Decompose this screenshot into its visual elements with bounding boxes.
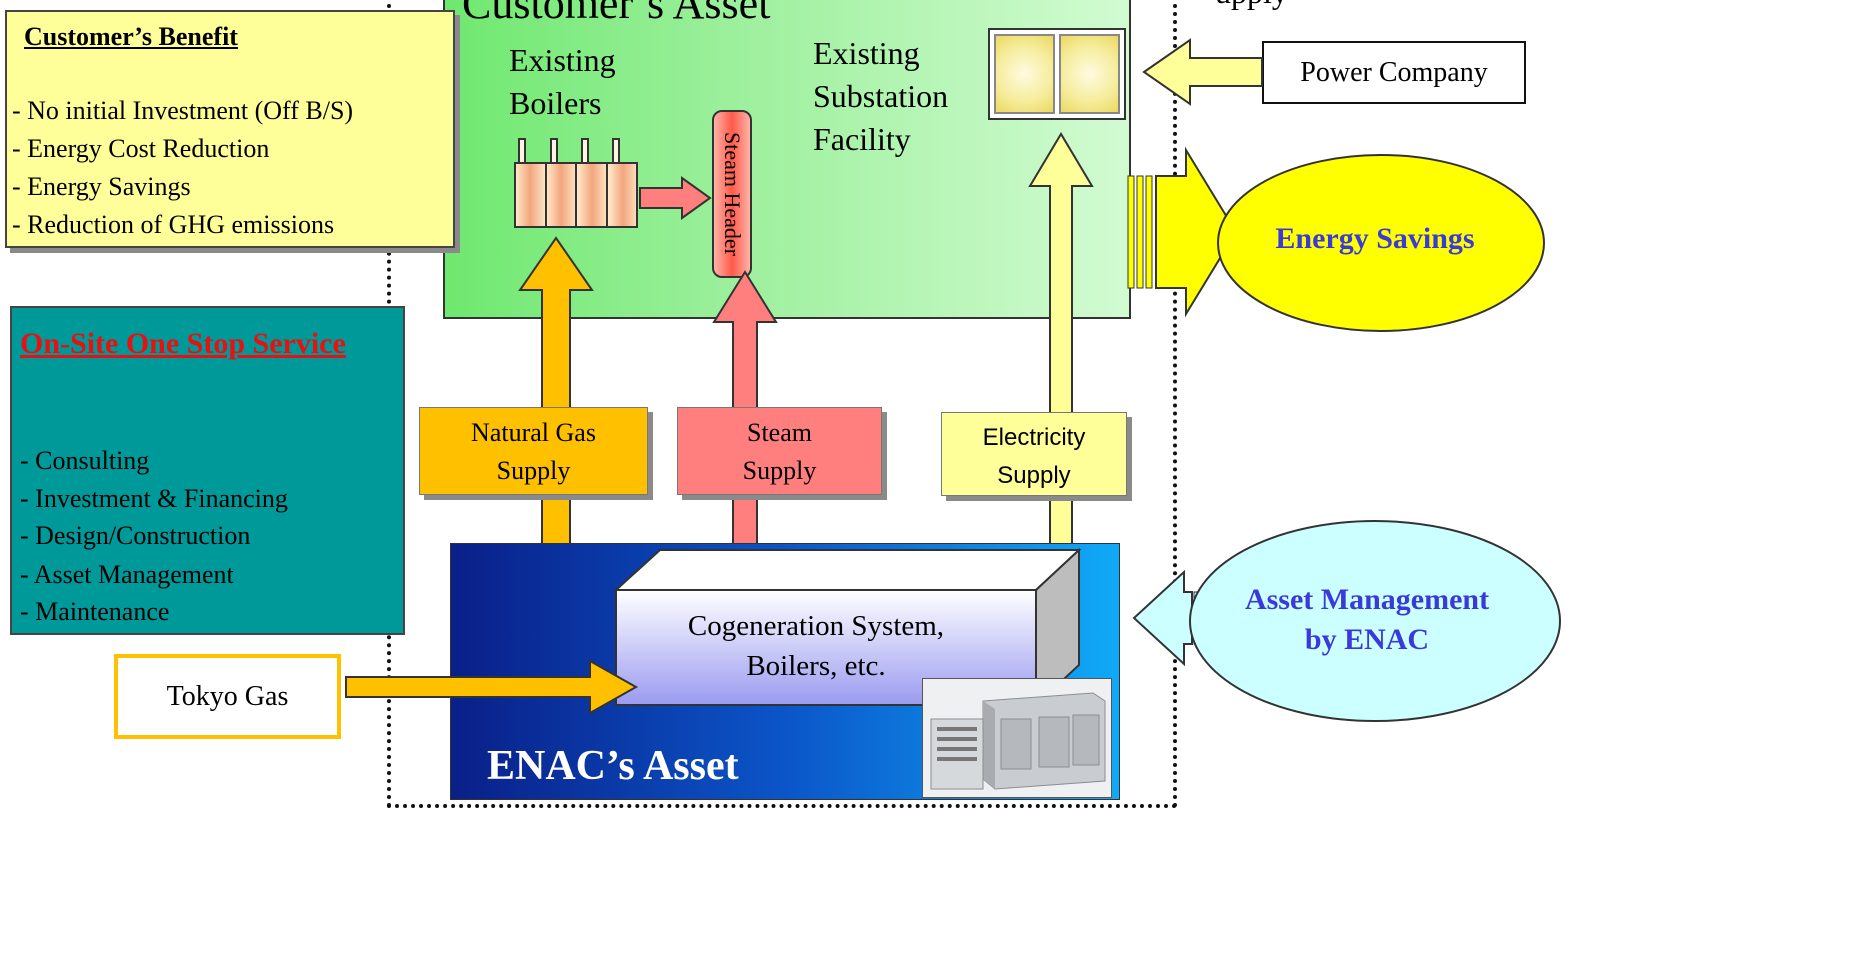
existing-substation-label-line: Substation	[813, 78, 949, 114]
supply-label-line: Steam	[747, 418, 812, 447]
supply-label-line: Supply	[997, 462, 1071, 489]
existing-boilers-label-line: Boilers	[509, 85, 602, 121]
boiler-pipe	[612, 138, 620, 163]
existing-boilers-label-line: Existing	[509, 42, 616, 78]
cogeneration-label: Cogeneration System, Boilers, etc.	[620, 606, 1012, 686]
customer-asset-title: Customer’s Asset	[462, 0, 771, 28]
boiler-pipe	[581, 138, 589, 163]
supply-text-fragment: upply	[1215, 0, 1288, 11]
asset-management-ellipse	[1189, 520, 1561, 722]
boiler-to-header-arrow	[639, 176, 712, 220]
energy-savings-ellipse	[1217, 154, 1545, 332]
substation-panel	[994, 34, 1055, 114]
one-stop-service-title: On-Site One Stop Service	[20, 327, 346, 360]
energy-savings-arrow	[1127, 146, 1238, 318]
supply-label-line: Supply	[496, 456, 571, 485]
electricity-supply-label: Electricity Supply	[941, 412, 1127, 496]
supply-label-line: Electricity	[982, 424, 1086, 451]
service-item: - Investment & Financing	[20, 484, 288, 513]
boiler-pipe	[518, 138, 526, 163]
substation-panel	[1059, 34, 1120, 114]
steam-header-label: Steam Header	[720, 132, 745, 256]
tokyo-gas-arrow-layer	[345, 659, 639, 715]
asset-management-label-line: by ENAC	[1304, 623, 1430, 656]
benefit-item: - No initial Investment (Off B/S)	[12, 96, 354, 125]
boiler-unit	[547, 164, 577, 226]
benefit-item: - Energy Cost Reduction	[12, 134, 270, 163]
tokyo-gas-arrow	[345, 659, 639, 715]
service-item: - Design/Construction	[20, 521, 251, 550]
boiler-unit	[516, 164, 547, 226]
tokyo-gas-box: Tokyo Gas	[114, 654, 341, 739]
benefit-item: - Energy Savings	[12, 172, 191, 201]
steam-supply-label: Steam Supply	[677, 407, 882, 495]
enac-asset-label: ENAC’s Asset	[487, 743, 739, 789]
power-company-box: Power Company	[1262, 41, 1526, 104]
existing-substation-label-line: Existing	[813, 35, 920, 71]
service-item: - Maintenance	[20, 597, 170, 626]
customer-benefit-title: Customer’s Benefit	[24, 22, 238, 51]
substation-facility	[988, 28, 1126, 120]
service-item: - Asset Management	[20, 560, 234, 589]
cogeneration-photo	[922, 678, 1112, 798]
service-item: - Consulting	[20, 446, 150, 475]
benefit-item: - Reduction of GHG emissions	[12, 210, 335, 239]
asset-management-label: Asset Management by ENAC	[1192, 580, 1542, 660]
natural-gas-supply-label: Natural Gas Supply	[419, 407, 648, 495]
supply-label-line: Natural Gas	[471, 418, 596, 447]
cogeneration-top-face	[613, 549, 1082, 591]
customer-benefit-box	[5, 10, 455, 248]
existing-boilers	[514, 162, 638, 228]
energy-savings-label: Energy Savings	[1275, 222, 1475, 255]
cogeneration-photo-image	[923, 679, 1111, 797]
steam-header: Steam Header	[712, 110, 752, 278]
existing-substation-label: Existing Substation Facility	[813, 32, 948, 161]
boiler-pipe	[550, 138, 558, 163]
asset-management-label-line: Asset Management	[1244, 583, 1490, 616]
cogeneration-label-line: Cogeneration System,	[687, 610, 945, 642]
cogeneration-label-line: Boilers, etc.	[746, 650, 886, 682]
boiler-unit	[577, 164, 608, 226]
cogeneration-system	[613, 547, 1082, 708]
supply-label-line: Supply	[742, 456, 817, 485]
power-company-arrow	[1142, 38, 1263, 106]
existing-boilers-label: Existing Boilers	[509, 39, 616, 125]
existing-substation-label-line: Facility	[813, 121, 911, 157]
one-stop-service-box	[10, 306, 405, 635]
